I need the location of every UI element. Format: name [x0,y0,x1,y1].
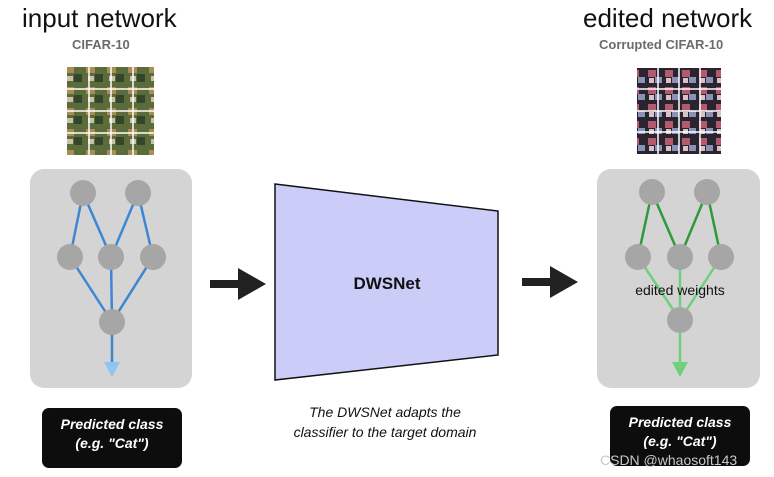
edited-network-title: edited network [583,3,753,33]
edited-output-arrowhead [672,362,688,377]
input-network-nodes [57,180,166,335]
input-dataset-label: CIFAR-10 [72,37,130,52]
node [140,244,166,270]
dwsnet-caption: The DWSNet adapts the classifier to the … [272,402,498,442]
node [70,180,96,206]
edited-predicted-class-badge: Predicted class (e.g. "Cat") [610,406,750,466]
watermark: CSDN @whaosoft143 [600,452,738,468]
arrow-right-icon [210,268,266,300]
node [125,180,151,206]
caption-line: The DWSNet adapts the [309,404,461,420]
cifar10-image-grid [67,67,154,155]
node [667,307,693,333]
predicted-class-text: Predicted class [60,416,164,432]
node [625,244,651,270]
edited-dataset-label: Corrupted CIFAR-10 [599,37,724,52]
node [98,244,124,270]
predicted-class-text: Predicted class [628,414,732,430]
dwsnet-block: DWSNet [274,183,499,381]
input-predicted-class-badge: Predicted class (e.g. "Cat") [42,408,182,468]
corrupted-cifar10-image-grid [637,68,721,154]
caption-line: classifier to the target domain [293,424,477,440]
node [99,309,125,335]
edited-network-panel: edited weights [597,169,760,388]
input-network-panel [30,169,192,388]
node [667,244,693,270]
node [694,179,720,205]
node [639,179,665,205]
node [57,244,83,270]
input-output-arrowhead [104,362,120,377]
edited-network-nodes [625,179,734,333]
dwsnet-label: DWSNet [353,274,420,293]
predicted-class-example: (e.g. "Cat") [643,433,717,449]
edited-weights-label: edited weights [635,282,725,298]
input-network-title: input network [22,3,177,33]
node [708,244,734,270]
arrow-right-icon [522,266,578,298]
predicted-class-example: (e.g. "Cat") [75,435,149,451]
